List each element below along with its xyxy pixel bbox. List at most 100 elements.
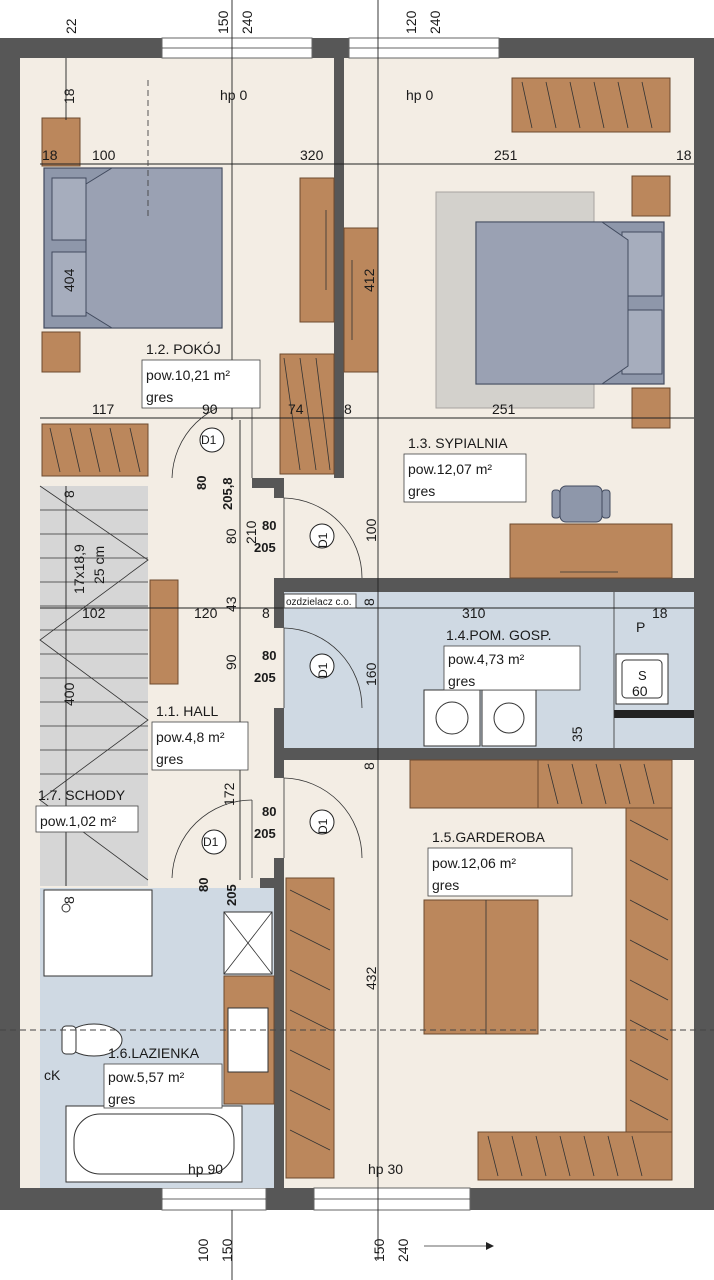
sypialnia-shelf-top (511, 77, 671, 133)
svg-text:8: 8 (361, 762, 377, 770)
door-sypialnia[interactable] (283, 497, 363, 579)
sypialnia-nightstand-1 (631, 175, 671, 217)
wall-pokoj-sypialnia (334, 58, 344, 478)
svg-text:35: 35 (569, 726, 585, 742)
svg-text:90: 90 (223, 654, 239, 670)
svg-text:100: 100 (363, 518, 379, 542)
sypialnia-desk (509, 523, 673, 579)
garderoba-shelf-bottom (477, 1131, 673, 1181)
door-gosp[interactable] (283, 627, 363, 709)
svg-text:D1: D1 (203, 835, 219, 849)
svg-text:pow.4,73 m²: pow.4,73 m² (448, 651, 525, 667)
svg-text:240: 240 (239, 10, 255, 34)
wall-sypialnia-bottom (284, 578, 694, 592)
svg-text:pow.1,02 m²: pow.1,02 m² (40, 813, 117, 829)
shower-icon (43, 889, 153, 977)
bottom-dimensions: 100 150 150 240 (195, 1238, 411, 1262)
chimney-box (283, 593, 357, 609)
svg-text:400: 400 (61, 682, 77, 706)
wall-gosp-bottom (284, 748, 694, 760)
marker-s: S (638, 668, 647, 683)
label-gosp: 1.4.POM. GOSP. pow.4,73 m² gres (443, 627, 581, 691)
svg-text:80: 80 (223, 528, 239, 544)
sypialnia-nightstand-2 (631, 387, 671, 429)
pokoj-cabinet-top (41, 117, 81, 167)
door-lazienka[interactable] (171, 799, 253, 879)
label-garderoba: 1.5.GARDEROBA pow.12,06 m² gres (427, 829, 573, 897)
stair-treads (39, 485, 149, 881)
svg-text:gres: gres (156, 751, 183, 767)
svg-text:gres: gres (432, 877, 459, 893)
svg-text:pow.4,8 m²: pow.4,8 m² (156, 729, 225, 745)
svg-text:8: 8 (61, 490, 77, 498)
hall-bench (149, 579, 179, 685)
desk-chair-icon (551, 485, 611, 523)
svg-text:100: 100 (195, 1238, 211, 1262)
door-tag-garderoba: D1 80 205 (254, 804, 335, 841)
svg-text:8: 8 (262, 605, 270, 621)
svg-text:310: 310 (462, 605, 486, 621)
svg-text:18: 18 (652, 605, 668, 621)
lazienka-sink (227, 1007, 269, 1073)
marker-p: P (636, 619, 645, 635)
svg-text:25 cm: 25 cm (91, 546, 107, 584)
svg-text:120: 120 (194, 605, 218, 621)
svg-text:80: 80 (262, 648, 276, 663)
svg-text:D1: D1 (316, 532, 330, 548)
dimension-lines (40, 0, 694, 1280)
svg-text:251: 251 (494, 147, 518, 163)
svg-text:gres: gres (408, 483, 435, 499)
svg-text:80: 80 (196, 878, 211, 892)
door-tag-pokoj: D1 80 205,8 (194, 427, 235, 510)
svg-text:18: 18 (676, 147, 692, 163)
garderoba-shelf-right (625, 807, 673, 1133)
svg-text:432: 432 (363, 966, 379, 990)
svg-text:251: 251 (492, 401, 516, 417)
sypialnia-duvet (475, 221, 629, 385)
svg-text:18: 18 (61, 88, 77, 104)
sypialnia-wardrobe (343, 227, 379, 373)
svg-text:1.2. POKÓJ: 1.2. POKÓJ (146, 341, 221, 357)
svg-text:gres: gres (146, 389, 173, 405)
svg-text:22: 22 (63, 18, 79, 34)
svg-text:D1: D1 (201, 433, 217, 447)
marker-ck: cK (44, 1067, 61, 1083)
svg-text:8: 8 (61, 896, 77, 904)
svg-text:1.4.POM. GOSP.: 1.4.POM. GOSP. (446, 627, 552, 643)
label-hall: 1.1. HALL pow.4,8 m² gres (151, 703, 249, 771)
svg-text:150: 150 (219, 1238, 235, 1262)
svg-text:80: 80 (262, 518, 276, 533)
svg-text:17x18,9: 17x18,9 (71, 544, 87, 594)
svg-text:412: 412 (361, 268, 377, 292)
svg-text:240: 240 (395, 1238, 411, 1262)
svg-text:205: 205 (224, 884, 239, 906)
pokoj-pillow-1 (51, 177, 87, 241)
door-garderoba[interactable] (283, 777, 363, 859)
svg-text:43: 43 (223, 596, 239, 612)
svg-text:210: 210 (243, 520, 259, 544)
gosp-dark-block (614, 710, 694, 718)
label-pokoj: 1.2. POKÓJ pow.10,21 m² gres (141, 341, 261, 409)
sypialnia-pillow-2 (621, 309, 663, 375)
svg-text:1.3. SYPIALNIA: 1.3. SYPIALNIA (408, 435, 508, 451)
svg-text:D1: D1 (316, 662, 330, 678)
svg-text:1.6.LAZIENKA: 1.6.LAZIENKA (108, 1045, 200, 1061)
wall-pokoj-hall-1 (252, 478, 274, 488)
svg-text:102: 102 (82, 605, 106, 621)
svg-text:1.7. SCHODY: 1.7. SCHODY (38, 787, 126, 803)
door-tag-gosp: D1 80 205 (254, 648, 335, 685)
svg-text:8: 8 (361, 598, 377, 606)
svg-text:1.5.GARDEROBA: 1.5.GARDEROBA (432, 829, 545, 845)
top-dimensions: 22 150 240 120 240 (63, 10, 443, 34)
marker-chimney: ozdzielacz c.o. (286, 597, 352, 608)
svg-text:18: 18 (42, 147, 58, 163)
sill-top-right: hp 0 (406, 87, 433, 103)
wall-hall-right-2 (274, 578, 284, 628)
svg-text:205,8: 205,8 (220, 477, 235, 510)
pokoj-shelf (279, 353, 335, 475)
pokoj-pillow-2 (51, 251, 87, 317)
door-tag-lazienka: D1 80 205 (196, 829, 239, 906)
wall-lazienka-right (274, 888, 284, 1188)
svg-text:1.1. HALL: 1.1. HALL (156, 703, 218, 719)
